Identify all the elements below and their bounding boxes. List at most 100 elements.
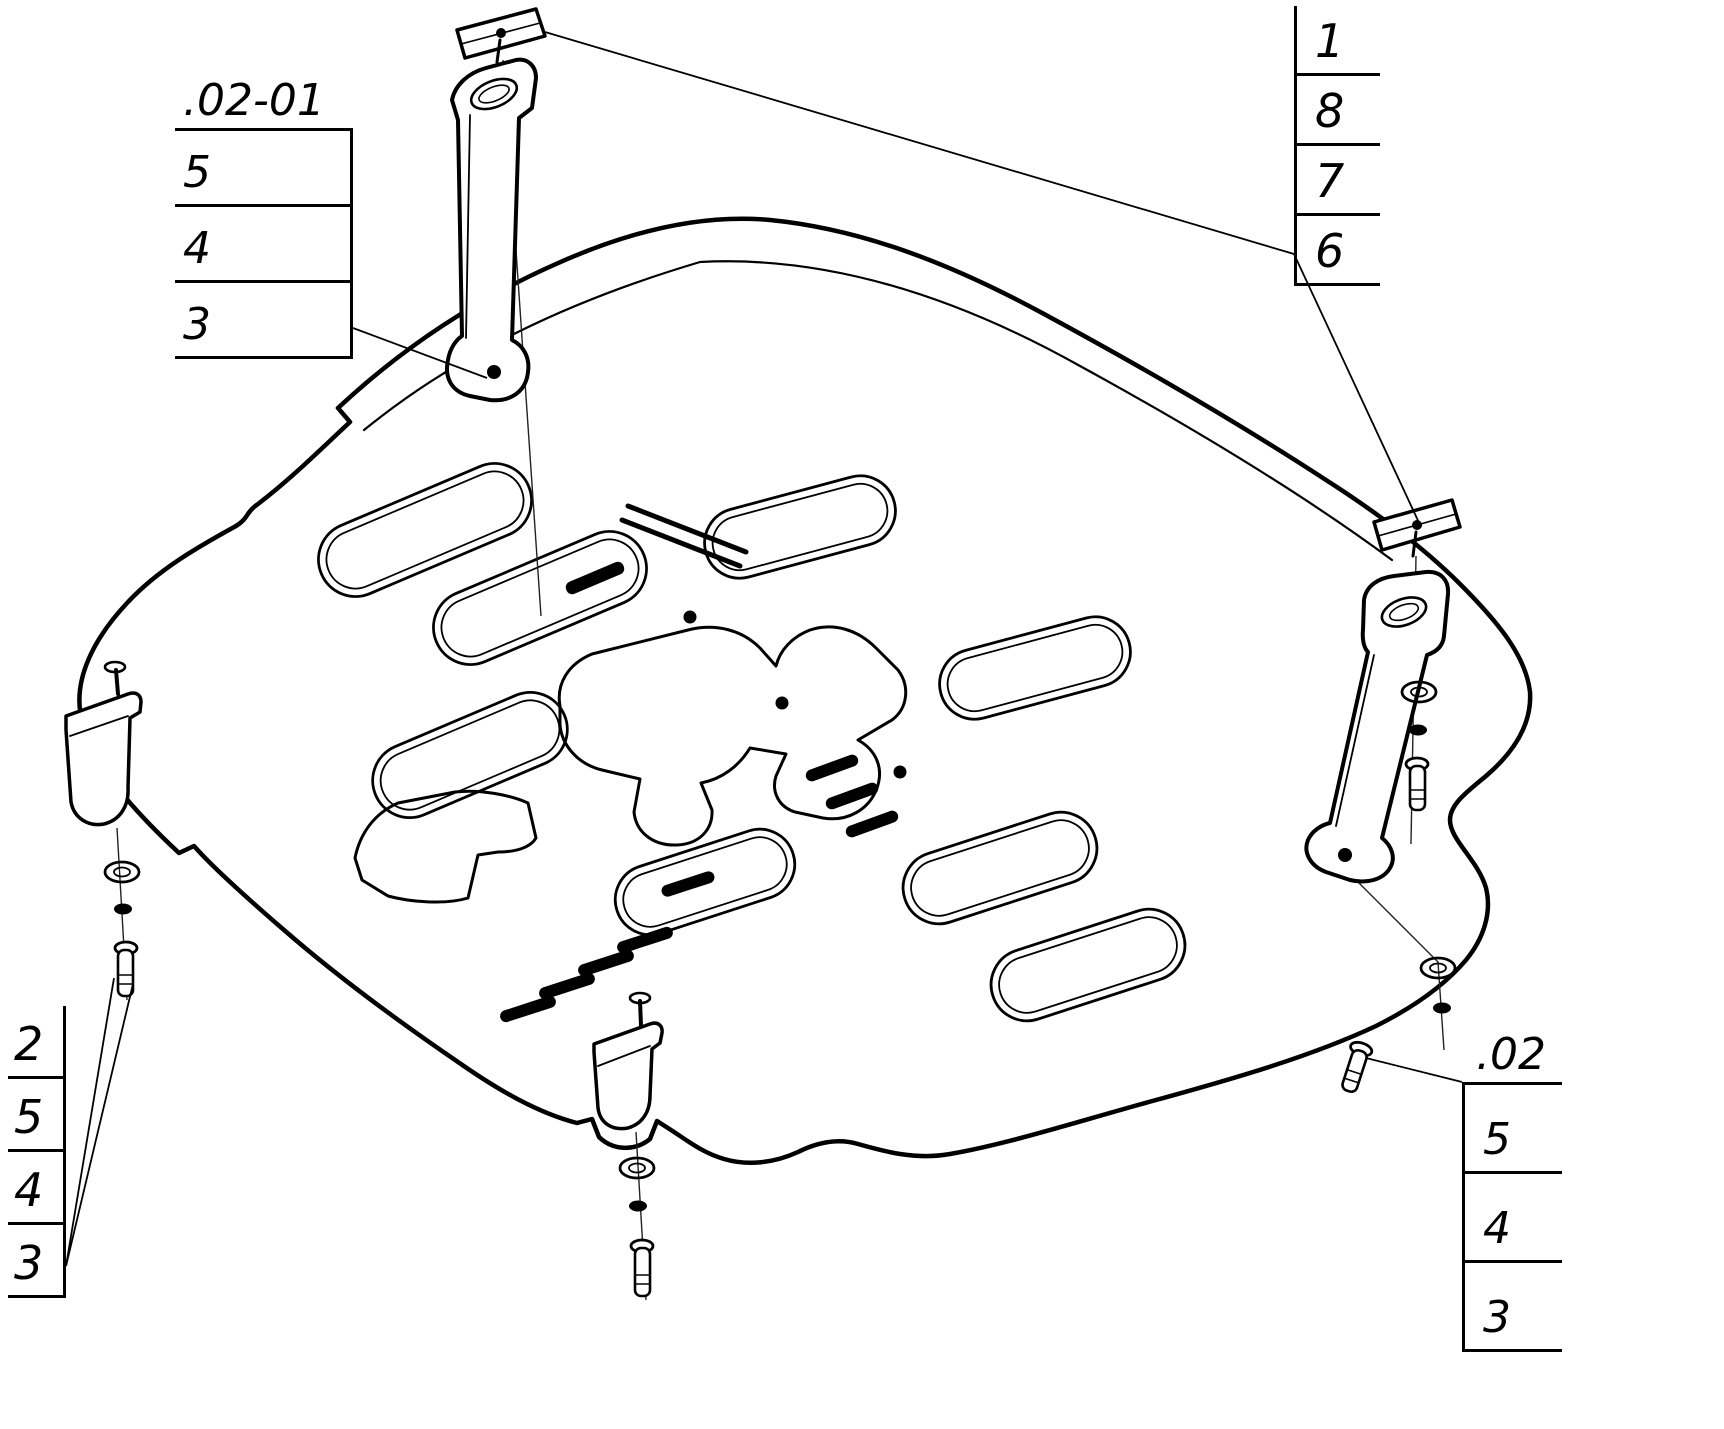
callout-row: 5 bbox=[8, 1079, 63, 1152]
callout-row: 5 bbox=[175, 131, 350, 207]
callout-row: 7 bbox=[1297, 146, 1380, 216]
leader-line bbox=[65, 977, 115, 1267]
leader-line bbox=[1293, 253, 1422, 528]
dash-slot bbox=[500, 995, 556, 1023]
dash-slots bbox=[500, 561, 907, 1023]
tab-bolt-shaft bbox=[495, 38, 502, 64]
callout-row: 2 bbox=[8, 1006, 63, 1079]
bracket-edge-line bbox=[1335, 654, 1375, 827]
leader-lines bbox=[65, 31, 1463, 1267]
tab-bolt-shaft bbox=[1411, 530, 1418, 558]
bolt bbox=[1341, 1040, 1374, 1094]
callout-table-bottom-right: .02 5 4 3 bbox=[1462, 1029, 1562, 1352]
vent-slot bbox=[371, 691, 569, 819]
bolt-shaft bbox=[116, 948, 135, 998]
tab-bolt-hole bbox=[496, 28, 506, 38]
mount-bracket-front bbox=[445, 7, 547, 403]
edge-slot-line bbox=[619, 517, 743, 569]
bracket-arm bbox=[445, 57, 538, 403]
washer-hole bbox=[113, 866, 131, 878]
bolt-shaft bbox=[1408, 764, 1427, 812]
callout-row: 3 bbox=[8, 1225, 63, 1298]
edge-slot-line bbox=[625, 503, 749, 555]
washer bbox=[1400, 680, 1438, 704]
callout-header: .02 bbox=[1462, 1029, 1562, 1085]
dash-slot bbox=[539, 972, 595, 1000]
bracket-fold-line bbox=[597, 1045, 651, 1067]
vent-slot bbox=[989, 907, 1187, 1023]
bracket-body bbox=[64, 691, 143, 827]
bottom-bracket bbox=[592, 991, 664, 1131]
callout-row: 4 bbox=[175, 207, 350, 283]
bracket-edge-line bbox=[465, 114, 471, 339]
dash-slot bbox=[578, 949, 634, 977]
hardware-right-lower bbox=[1341, 956, 1457, 1094]
skid-plate bbox=[77, 216, 1533, 1165]
bolt-thread bbox=[1344, 1077, 1359, 1084]
plate-bend-line bbox=[362, 260, 1394, 562]
vent-slot bbox=[938, 615, 1132, 721]
side-bracket-left bbox=[64, 660, 143, 827]
callout-table-top-left: .02-01 5 4 3 bbox=[175, 74, 353, 359]
nut bbox=[1409, 724, 1427, 736]
callout-rows: 2 5 4 3 bbox=[8, 1006, 66, 1298]
dash-slot bbox=[617, 926, 673, 954]
washer-hole bbox=[1429, 962, 1447, 974]
callout-rows: 5 4 3 bbox=[1462, 1085, 1562, 1352]
bracket-slot-hole bbox=[1380, 596, 1428, 628]
bolt-shaft bbox=[633, 1246, 652, 1298]
bolt-shaft bbox=[1341, 1048, 1368, 1094]
vent-slot bbox=[432, 530, 648, 666]
vent-slot bbox=[613, 827, 797, 937]
washer bbox=[618, 1156, 656, 1180]
washer bbox=[103, 860, 141, 884]
mount-bracket-right bbox=[1304, 498, 1462, 884]
callout-row: 4 bbox=[8, 1152, 63, 1225]
nut bbox=[629, 1200, 647, 1212]
keyhole-cutout bbox=[353, 789, 538, 904]
callout-rows: 1 8 7 6 bbox=[1294, 6, 1380, 286]
bolt-shaft bbox=[638, 999, 643, 1028]
bolt-thread bbox=[1347, 1069, 1362, 1075]
callout-row: 6 bbox=[1297, 216, 1380, 286]
callout-row: 3 bbox=[175, 283, 350, 359]
dash-slot bbox=[825, 782, 879, 810]
callout-row: 4 bbox=[1465, 1174, 1562, 1263]
plate-hole bbox=[775, 696, 789, 710]
washer bbox=[1419, 956, 1457, 980]
callout-row: 3 bbox=[1465, 1263, 1562, 1352]
plate-hole bbox=[683, 610, 697, 624]
leader-line bbox=[1365, 1057, 1463, 1083]
callout-row: 5 bbox=[1465, 1085, 1562, 1174]
bolt-shaft bbox=[114, 668, 120, 696]
nut bbox=[1433, 1002, 1451, 1014]
bracket-slot-hole bbox=[469, 77, 519, 111]
callout-row: 1 bbox=[1297, 6, 1380, 76]
callout-table-bottom-left: 2 5 4 3 bbox=[8, 1006, 66, 1298]
dash-slot bbox=[845, 810, 899, 838]
callout-row: 8 bbox=[1297, 76, 1380, 146]
axis-line bbox=[1341, 865, 1445, 1051]
hardware-left bbox=[103, 860, 141, 998]
hardware-right-upper bbox=[1400, 680, 1438, 812]
vent-slot bbox=[317, 462, 533, 598]
bracket-fold-line bbox=[69, 715, 129, 737]
hardware-bottom bbox=[618, 1156, 656, 1298]
dash-slot bbox=[565, 561, 625, 595]
leader-line bbox=[352, 327, 488, 379]
dash-slot bbox=[805, 754, 859, 782]
bracket-foot-hole bbox=[487, 365, 501, 379]
washer-hole bbox=[1410, 686, 1428, 698]
vent-slots bbox=[317, 462, 1187, 1023]
plate-hole bbox=[893, 765, 907, 779]
leader-line bbox=[544, 31, 1295, 255]
bracket-arm bbox=[1304, 569, 1451, 884]
callout-rows: 5 4 3 bbox=[175, 131, 353, 359]
leader-line bbox=[65, 983, 134, 1267]
callout-table-top-right: 1 8 7 6 bbox=[1294, 6, 1380, 286]
bracket-foot-hole bbox=[1338, 848, 1352, 862]
bracket-body bbox=[592, 1021, 664, 1131]
dash-slot bbox=[661, 871, 715, 897]
